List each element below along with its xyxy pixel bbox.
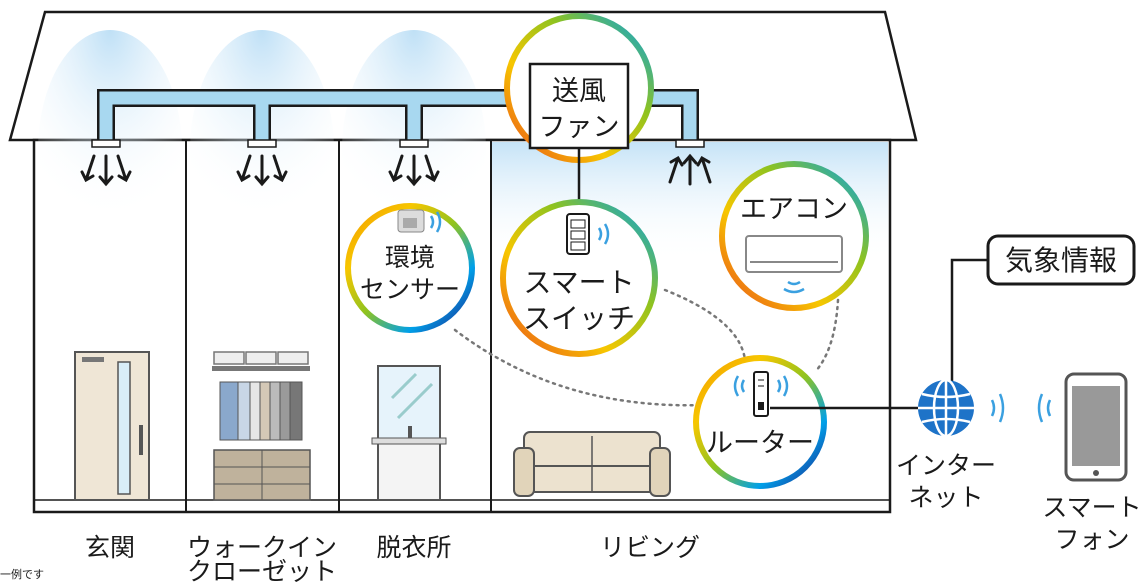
switch-label-line1: スマート: [523, 266, 634, 299]
sensor-label-line2: センサー: [360, 275, 460, 304]
airflow-up-arrows: [668, 153, 712, 186]
room-label-living: リビング: [600, 533, 700, 562]
fan-label-line1: 送風: [552, 76, 606, 107]
fan-label-line2: ファン: [539, 112, 620, 143]
smartphone-label-line1: スマート: [1042, 493, 1141, 522]
aircon-bubble: エアコン: [719, 161, 869, 311]
weather-info: 気象情報: [950, 234, 1136, 384]
room-label-closet-line2: クローゼット: [187, 557, 337, 582]
air-duct: [91, 89, 705, 148]
switch-icon: [566, 213, 590, 255]
globe-icon: [918, 378, 974, 438]
wifi-icon: [783, 280, 805, 294]
router-icon: [753, 371, 769, 417]
vanity-mirror: [371, 365, 447, 501]
room-labels: 玄関 ウォークイン クローゼット 脱衣所 リビング: [85, 533, 700, 582]
wifi-icon: [429, 211, 442, 233]
wifi-icon: [597, 223, 610, 245]
fan-bubble: 送風 ファン: [504, 13, 654, 206]
network-links: [453, 288, 840, 407]
smartphone-icon: [1064, 372, 1128, 482]
smartphone-label-line2: フォン: [1054, 525, 1129, 554]
aircon-label: エアコン: [740, 194, 848, 225]
switch-label-line2: スイッチ: [523, 302, 635, 335]
environment-sensor-bubble: 環境 センサー: [345, 203, 475, 333]
room-label-entrance: 玄関: [85, 533, 135, 562]
airflow-down-arrows: [80, 154, 440, 187]
smart-switch-bubble: スマート スイッチ: [500, 199, 658, 357]
internet-label-line2: ネット: [908, 483, 983, 512]
router-bubble: ルーター: [693, 355, 918, 489]
weather-info-label: 気象情報: [1005, 244, 1117, 277]
sensor-label-line1: 環境: [385, 243, 435, 272]
internet-globe: インター ネット: [896, 378, 1052, 512]
entrance-door: [74, 351, 150, 501]
internet-label-line1: インター: [896, 451, 996, 480]
wifi-icon: [733, 375, 789, 397]
aircon-icon: [745, 235, 843, 273]
sensor-icon: [397, 209, 425, 233]
smartphone: スマート フォン: [1042, 372, 1142, 554]
router-label: ルーター: [706, 428, 814, 459]
footnote: 一例です: [0, 567, 44, 581]
room-label-dressing: 脱衣所: [376, 533, 451, 562]
room-label-closet-line1: ウォークイン: [187, 533, 337, 562]
sofa: [513, 431, 671, 497]
wifi-icon: [990, 393, 1052, 423]
closet-clothes: [212, 351, 311, 501]
